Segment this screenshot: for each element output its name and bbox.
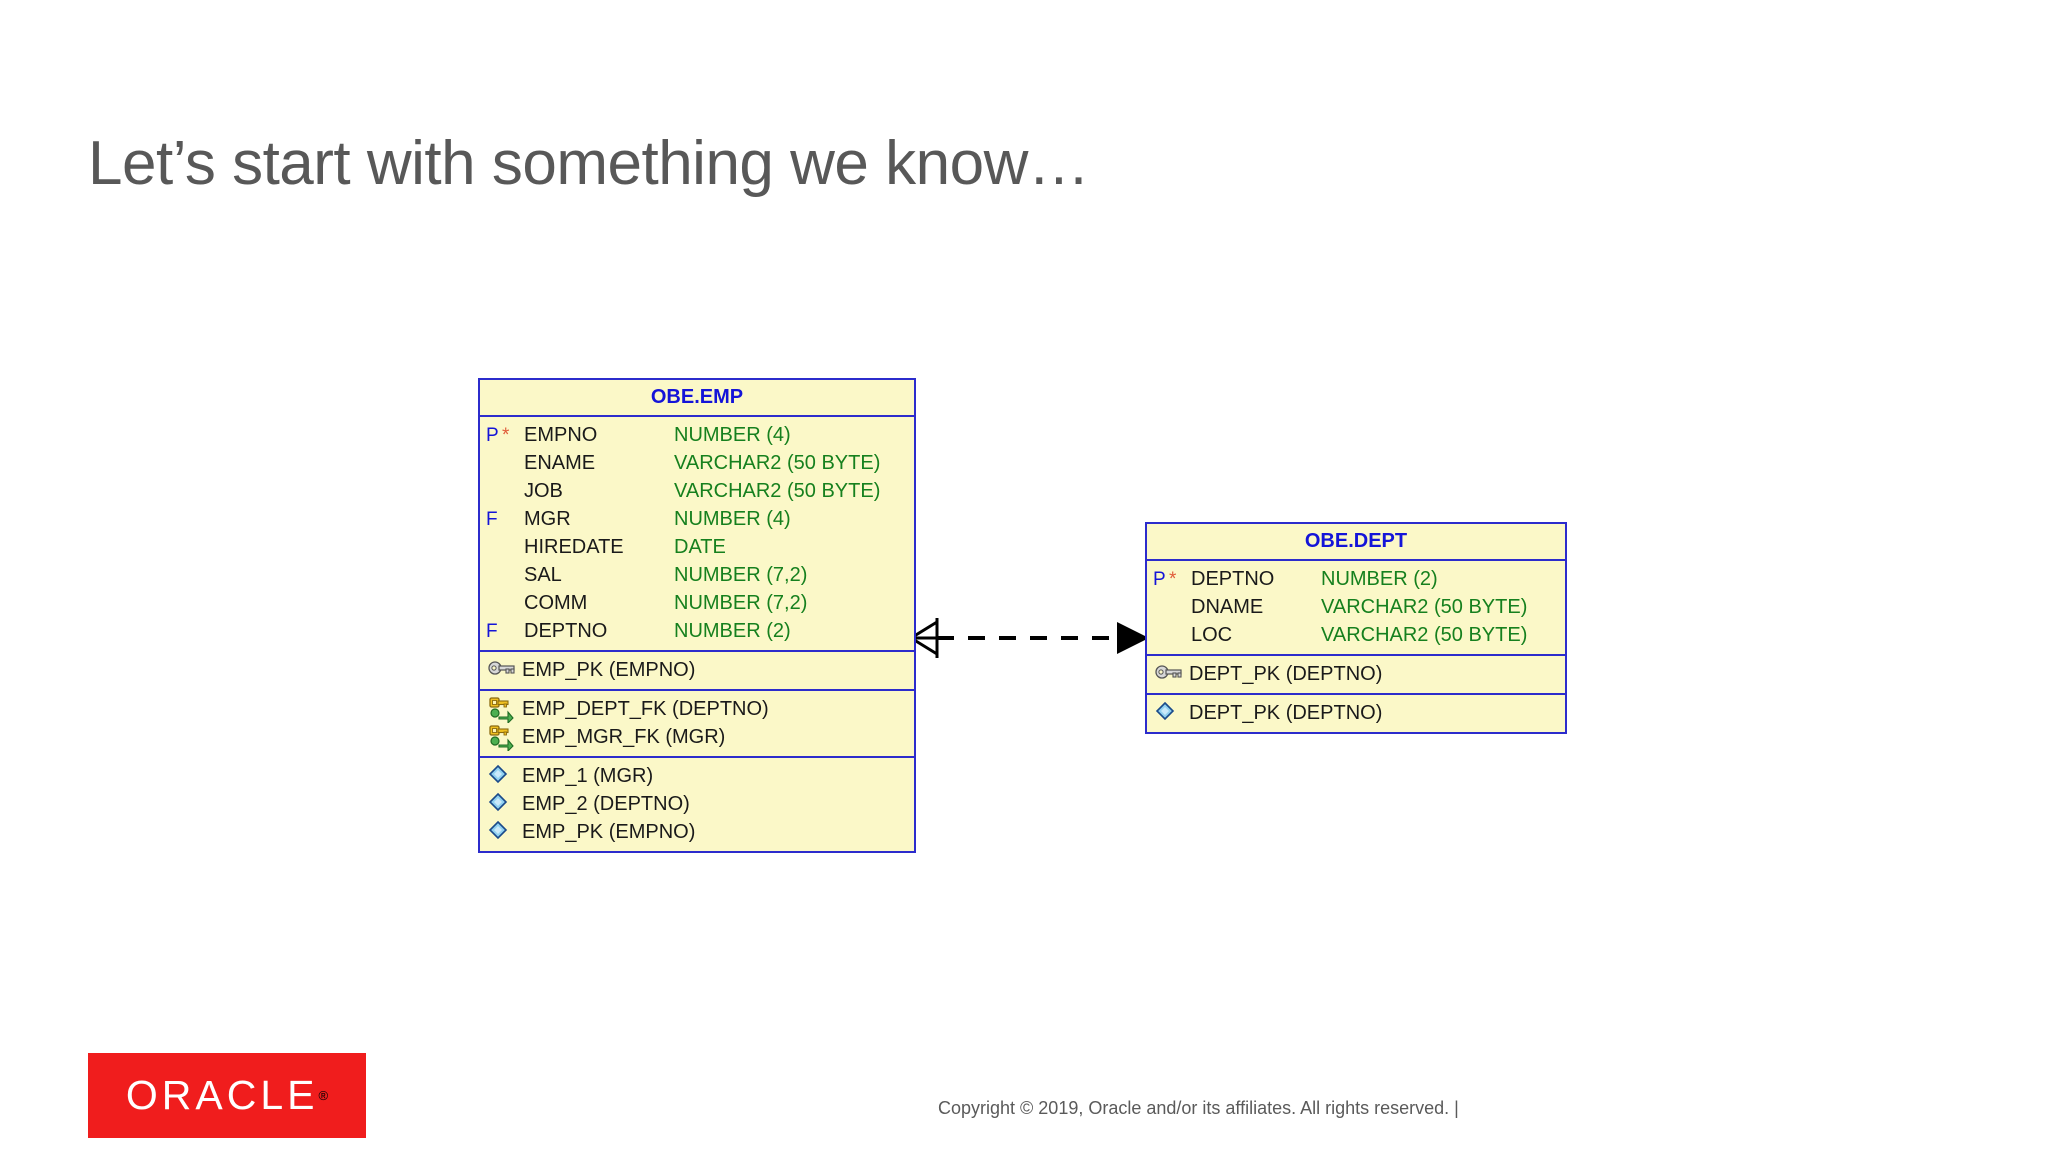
list-item[interactable]: EMP_DEPT_FK (DEPTNO) — [480, 695, 914, 723]
relationship-connector — [910, 618, 1149, 658]
index-icon — [488, 764, 518, 788]
constraint-label: EMP_DEPT_FK (DEPTNO) — [522, 698, 769, 720]
key-fk-icon — [488, 725, 518, 751]
column-datatype: VARCHAR2 (50 BYTE) — [1321, 596, 1528, 618]
column-key-flag: P — [1153, 569, 1166, 590]
column-datatype: NUMBER (4) — [674, 424, 791, 446]
index-label: EMP_1 (MGR) — [522, 765, 654, 787]
table-row[interactable]: DNAME VARCHAR2 (50 BYTE) — [1147, 593, 1565, 621]
list-item[interactable]: EMP_MGR_FK (MGR) — [480, 723, 914, 751]
index-icon — [488, 792, 518, 816]
table-row[interactable]: F MGR NUMBER (4) — [480, 505, 914, 533]
column-name: COMM — [524, 592, 588, 614]
column-name: DNAME — [1191, 596, 1264, 618]
column-key-flag: P — [486, 425, 499, 446]
list-item[interactable]: EMP_PK (EMPNO) — [480, 656, 914, 684]
constraint-label: EMP_PK (EMPNO) — [522, 659, 696, 681]
column-key-flag: F — [486, 621, 498, 642]
column-name: EMPNO — [524, 424, 598, 446]
table-row[interactable]: ENAME VARCHAR2 (50 BYTE) — [480, 449, 914, 477]
entity-emp-indexes: EMP_1 (MGR) EMP_2 (DEPTNO) — [480, 756, 914, 851]
list-item[interactable]: EMP_1 (MGR) — [480, 762, 914, 790]
table-row[interactable]: F DEPTNO NUMBER (2) — [480, 617, 914, 645]
column-name: JOB — [524, 480, 563, 502]
column-name: MGR — [524, 508, 571, 530]
index-label: DEPT_PK (DEPTNO) — [1189, 702, 1383, 724]
key-pk-icon — [1155, 662, 1185, 686]
entity-dept-title: OBE.DEPT — [1147, 524, 1565, 561]
entity-dept-columns: P * DEPTNO NUMBER (2) DNAME VARCHAR2 (50… — [1147, 561, 1565, 654]
oracle-logo: ORACLE ® — [88, 1053, 366, 1138]
index-icon — [488, 820, 518, 844]
list-item[interactable]: DEPT_PK (DEPTNO) — [1147, 699, 1565, 727]
footer-copyright: Copyright © 2019, Oracle and/or its affi… — [938, 1098, 1459, 1118]
table-row[interactable]: JOB VARCHAR2 (50 BYTE) — [480, 477, 914, 505]
index-icon — [1155, 701, 1185, 725]
column-name: DEPTNO — [524, 620, 608, 642]
column-name: ENAME — [524, 452, 596, 474]
entity-emp-foreign-keys: EMP_DEPT_FK (DEPTNO) EMP_MGR_FK (MGR) — [480, 689, 914, 756]
column-datatype: NUMBER (4) — [674, 508, 791, 530]
table-row[interactable]: P * DEPTNO NUMBER (2) — [1147, 565, 1565, 593]
key-fk-icon — [488, 697, 518, 723]
column-key-flag: F — [486, 509, 498, 530]
entity-dept[interactable]: OBE.DEPT P * DEPTNO NUMBER (2) DNAME VAR… — [1145, 522, 1567, 734]
list-item[interactable]: EMP_PK (EMPNO) — [480, 818, 914, 846]
index-label: EMP_2 (DEPTNO) — [522, 793, 690, 815]
column-required: * — [1169, 569, 1177, 590]
column-datatype: VARCHAR2 (50 BYTE) — [1321, 624, 1528, 646]
entity-dept-indexes: DEPT_PK (DEPTNO) — [1147, 693, 1565, 732]
constraint-label: DEPT_PK (DEPTNO) — [1189, 663, 1383, 685]
entity-emp[interactable]: OBE.EMP P * EMPNO NUMBER (4) ENAME VARCH… — [478, 378, 916, 853]
column-datatype: NUMBER (2) — [1321, 568, 1438, 590]
list-item[interactable]: DEPT_PK (DEPTNO) — [1147, 660, 1565, 688]
constraint-label: EMP_MGR_FK (MGR) — [522, 726, 726, 748]
column-name: SAL — [524, 564, 562, 586]
index-label: EMP_PK (EMPNO) — [522, 821, 696, 843]
key-pk-icon — [488, 658, 518, 682]
table-row[interactable]: P * EMPNO NUMBER (4) — [480, 421, 914, 449]
column-datatype: VARCHAR2 (50 BYTE) — [674, 480, 881, 502]
page-title: Let’s start with something we know… — [88, 129, 1090, 198]
entity-dept-primary-keys: DEPT_PK (DEPTNO) — [1147, 654, 1565, 693]
column-name: LOC — [1191, 624, 1233, 646]
column-name: HIREDATE — [524, 536, 624, 558]
column-datatype: NUMBER (2) — [674, 620, 791, 642]
column-datatype: VARCHAR2 (50 BYTE) — [674, 452, 881, 474]
column-required: * — [502, 425, 510, 446]
column-datatype: NUMBER (7,2) — [674, 592, 808, 614]
entity-emp-title: OBE.EMP — [480, 380, 914, 417]
entity-emp-columns: P * EMPNO NUMBER (4) ENAME VARCHAR2 (50 … — [480, 417, 914, 650]
column-datatype: DATE — [674, 536, 726, 558]
table-row[interactable]: HIREDATE DATE — [480, 533, 914, 561]
oracle-registered-icon: ® — [318, 1088, 329, 1103]
oracle-logo-text: ORACLE — [125, 1072, 319, 1118]
table-row[interactable]: LOC VARCHAR2 (50 BYTE) — [1147, 621, 1565, 649]
table-row[interactable]: COMM NUMBER (7,2) — [480, 589, 914, 617]
list-item[interactable]: EMP_2 (DEPTNO) — [480, 790, 914, 818]
column-name: DEPTNO — [1191, 568, 1275, 590]
entity-emp-primary-keys: EMP_PK (EMPNO) — [480, 650, 914, 689]
column-datatype: NUMBER (7,2) — [674, 564, 808, 586]
table-row[interactable]: SAL NUMBER (7,2) — [480, 561, 914, 589]
